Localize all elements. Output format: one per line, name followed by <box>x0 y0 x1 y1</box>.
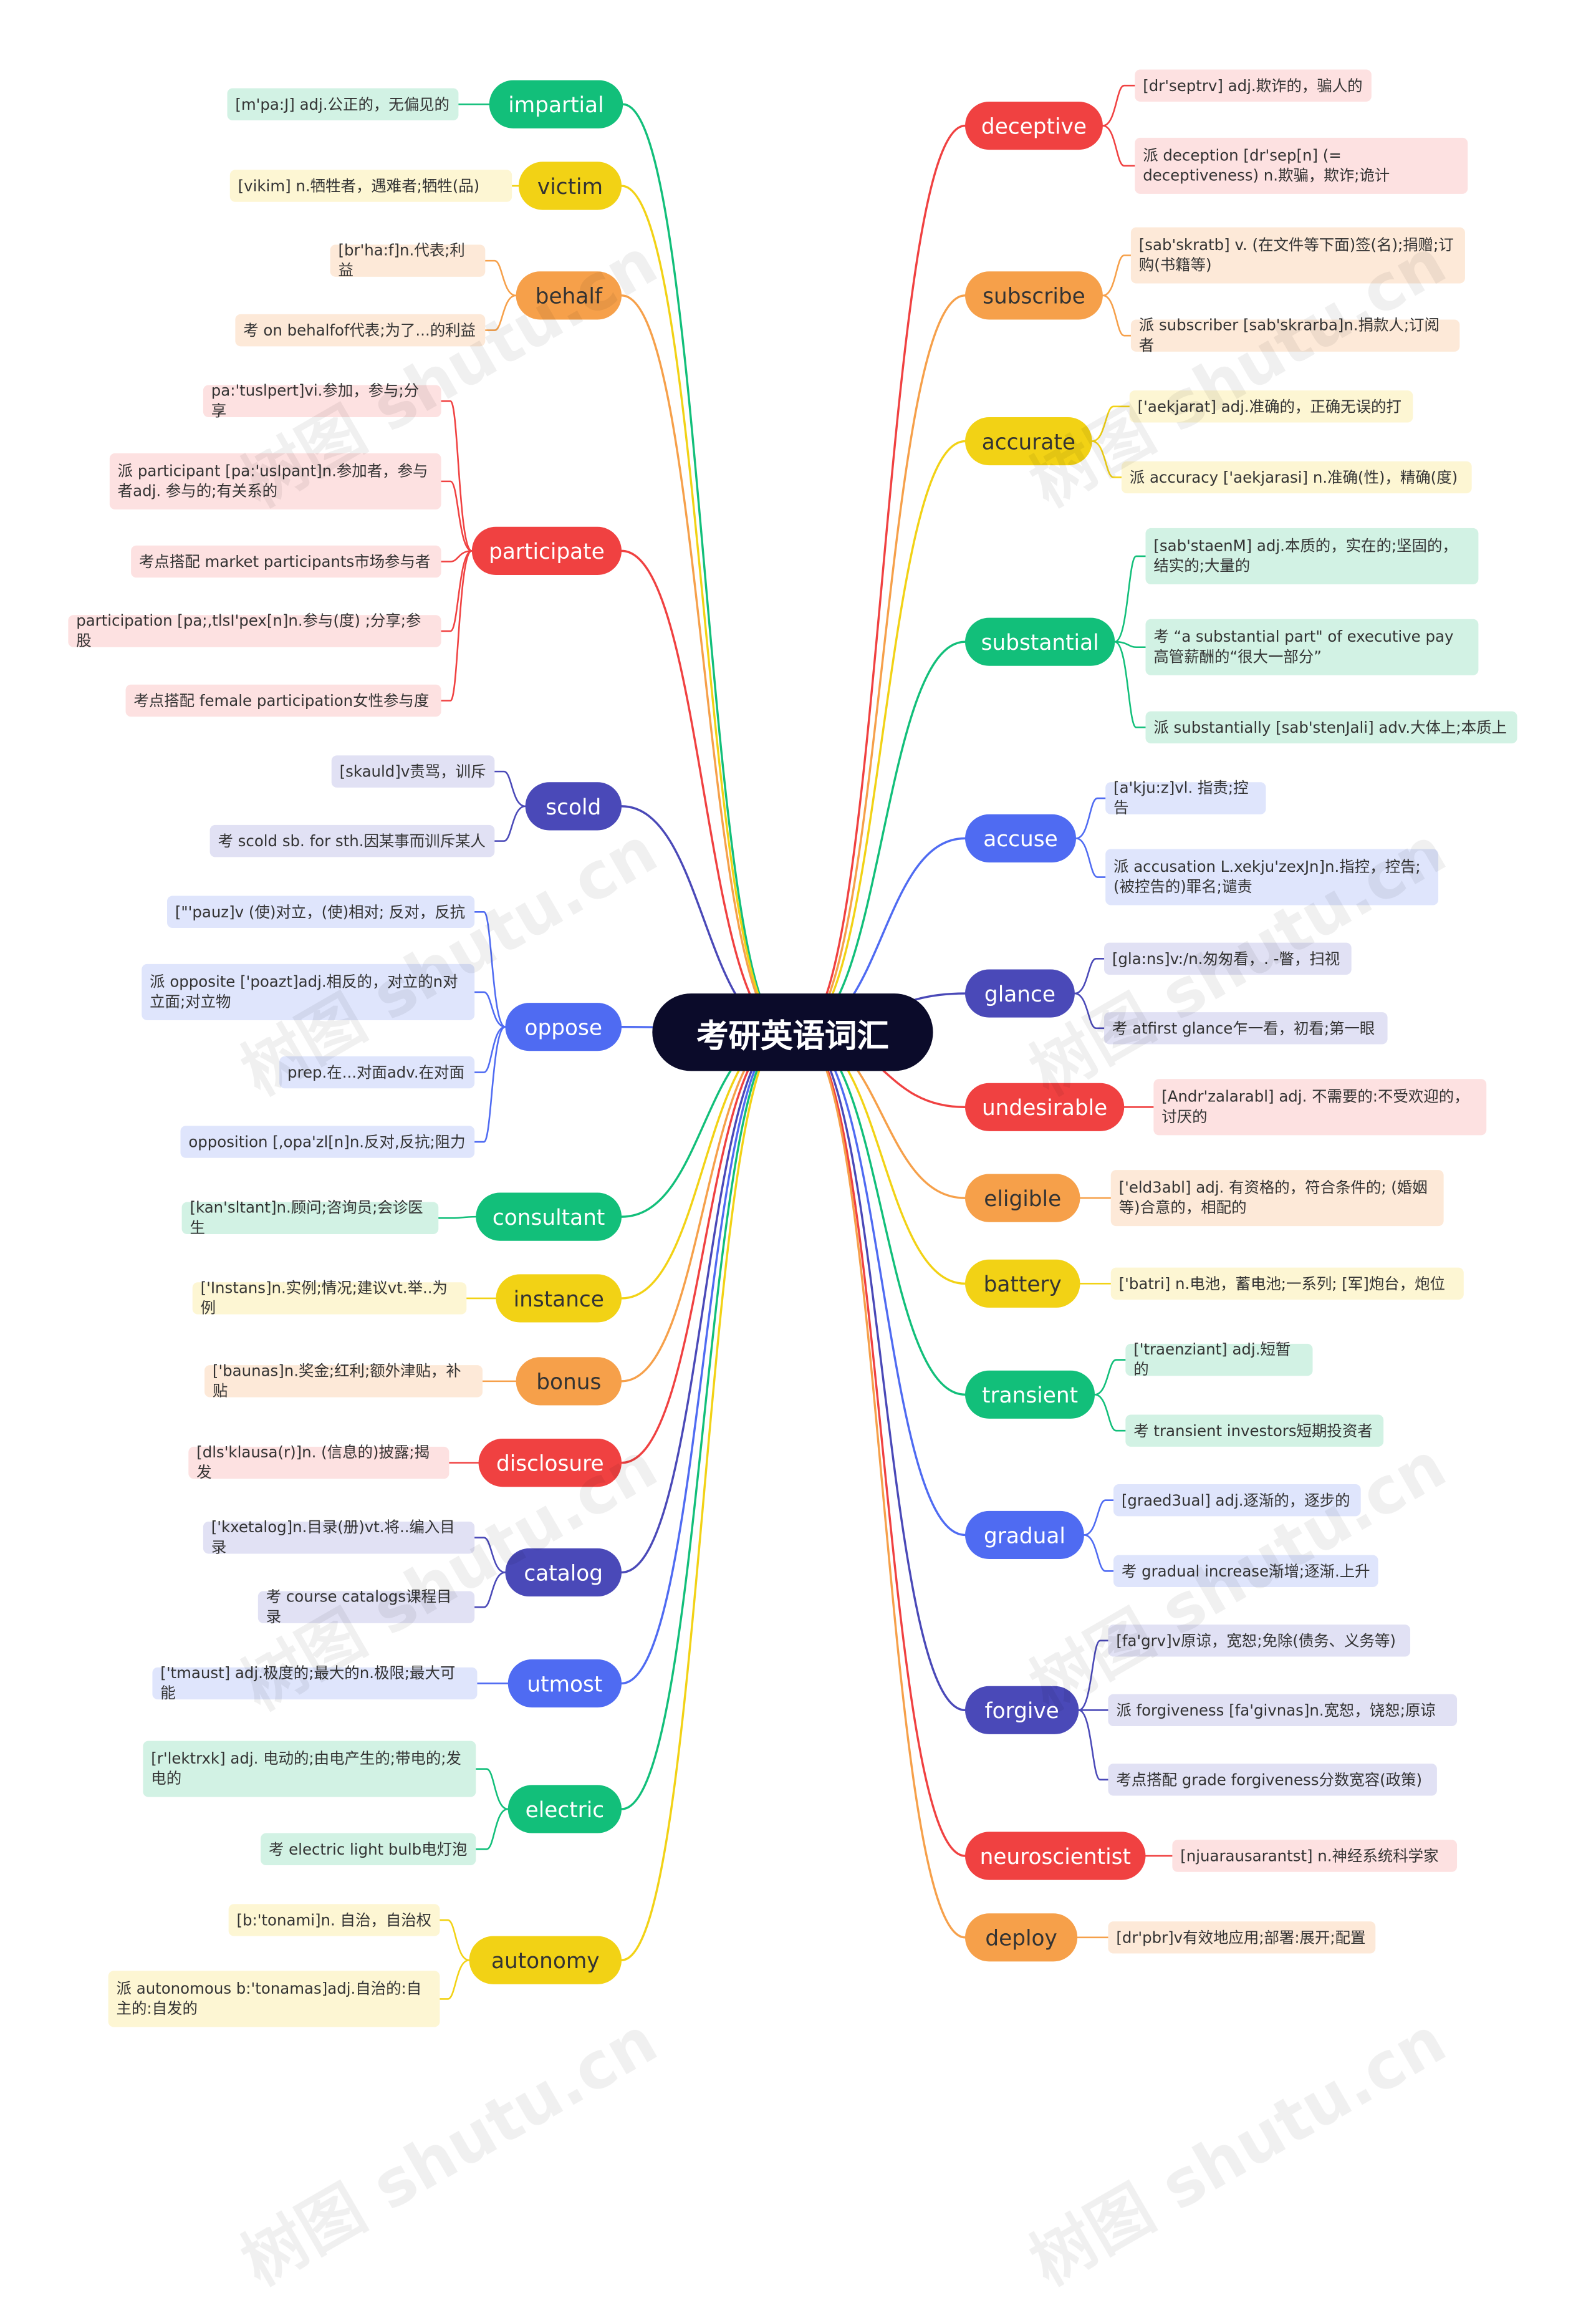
branch-substantial[interactable]: substantial <box>965 617 1115 666</box>
note-accurate-2[interactable]: 派 accuracy ['aekjarasi] n.准确(性)，精确(度) <box>1121 461 1472 494</box>
branch-gradual[interactable]: gradual <box>965 1510 1084 1560</box>
note-behalf-2[interactable]: 考 on behalfof代表;为了...的利益 <box>235 314 486 347</box>
note-autonomy-1[interactable]: [b:'tonami]n. 自治，自治权 <box>228 1904 440 1936</box>
mind-map: 考研英语词汇 impartial [m'pa:J] adj.公正的，无偏见的 vic… <box>68 69 1517 2301</box>
note-battery-1[interactable]: ['batri] n.电池，蓄电池;一系列; [军]炮台，炮位 <box>1110 1267 1464 1300</box>
branch-participate[interactable]: participate <box>471 526 622 575</box>
branch-scold[interactable]: scold <box>525 782 622 831</box>
note-gradual-1[interactable]: [graed3ual] adj.逐渐的，逐步的 <box>1113 1484 1361 1517</box>
branch-instance[interactable]: instance <box>496 1274 622 1323</box>
note-subscribe-2[interactable]: 派 subscriber [sab'skrarba]n.捐款人;订阅者 <box>1130 316 1460 354</box>
note-oppose-4[interactable]: opposition [,opa'zl[n]n.反对,反抗;阻力 <box>180 1126 475 1158</box>
note-scold-1[interactable]: [skauld]v责骂，训斥 <box>331 755 495 788</box>
note-participate-3[interactable]: 考点搭配 market participants市场参与者 <box>131 545 441 578</box>
branch-impartial[interactable]: impartial <box>489 80 623 128</box>
note-disclosure-1[interactable]: [dls'klausa(r)]n. (信息的)披露;揭发 <box>188 1442 449 1482</box>
branch-transient[interactable]: transient <box>965 1370 1095 1419</box>
branch-eligible[interactable]: eligible <box>965 1174 1080 1222</box>
note-utmost-1[interactable]: ['tmaust] adj.极度的;最大的n.极限;最大可能 <box>152 1663 478 1702</box>
branch-glance[interactable]: glance <box>965 969 1075 1018</box>
branch-consultant[interactable]: consultant <box>476 1192 622 1241</box>
note-substantial-2[interactable]: 考 “a substantial part" of executive pay … <box>1145 619 1479 675</box>
note-accurate-1[interactable]: ['aekjarat] adj.准确的，正确无误的打 <box>1129 390 1413 423</box>
branch-undesirable[interactable]: undesirable <box>965 1083 1125 1131</box>
note-participate-5[interactable]: 考点搭配 female participation女性参与度 <box>125 684 441 717</box>
note-participate-1[interactable]: pa:'tuslpert]vi.参加，参与;分享 <box>203 381 441 420</box>
note-catalog-1[interactable]: ['kxetalog]n.目录(册)vt.将..编入目录 <box>203 1518 475 1557</box>
note-electric-2[interactable]: 考 electric light bulb电灯泡 <box>261 1833 476 1866</box>
note-glance-1[interactable]: [gla:ns]v:/n.匆匆看，. -瞥，扫视 <box>1104 942 1352 975</box>
note-scold-2[interactable]: 考 scold sb. for sth.因某事而训斥某人 <box>209 824 495 857</box>
branch-accurate[interactable]: accurate <box>965 417 1092 466</box>
note-forgive-1[interactable]: [fa'grv]v原谅，宽恕;免除(债务、义务等) <box>1108 1625 1411 1657</box>
note-oppose-2[interactable]: 派 opposite ['poazt]adj.相反的，对立的n对立面;对立物 <box>142 963 475 1020</box>
note-deploy-1[interactable]: [dr'pbr]v有效地应用;部署:展开;配置 <box>1108 1921 1376 1954</box>
note-accuse-2[interactable]: 派 accusation L.xekju'zexJn]n.指控，控告; (被控告… <box>1105 849 1439 905</box>
branch-behalf[interactable]: behalf <box>516 271 622 320</box>
branch-disclosure[interactable]: disclosure <box>478 1439 622 1487</box>
note-glance-2[interactable]: 考 atfirst glance乍一看，初看;第一眼 <box>1104 1012 1388 1045</box>
branch-neuroscientist[interactable]: neuroscientist <box>965 1832 1146 1880</box>
note-participate-4[interactable]: participation [pa;,tlsI'pex[n]n.参与(度) ;分… <box>68 611 441 650</box>
note-transient-1[interactable]: ['traenziant] adj.短暂的 <box>1125 1340 1313 1379</box>
note-consultant-1[interactable]: [kan'sltant]n.顾问;咨询员;会诊医生 <box>181 1198 439 1237</box>
note-eligible-1[interactable]: ['eld3abl] adj. 有资格的，符合条件的; (婚姻等)合意的，相配的 <box>1110 1170 1444 1227</box>
note-subscribe-1[interactable]: [sab'skratb] v. (在文件等下面)签(名);捐赠;订购(书籍等) <box>1130 227 1465 284</box>
branch-electric[interactable]: electric <box>507 1785 622 1833</box>
note-undesirable-1[interactable]: [Andr'zalarabl] adj. 不需要的:不受欢迎的，讨厌的 <box>1153 1079 1487 1136</box>
note-forgive-2[interactable]: 派 forgiveness [fa'givnas]n.宽恕，饶恕;原谅 <box>1108 1694 1458 1727</box>
branch-autonomy[interactable]: autonomy <box>469 1936 622 1984</box>
note-substantial-1[interactable]: [sab'staenM] adj.本质的，实在的;坚固的，结实的;大量的 <box>1145 528 1479 584</box>
central-topic[interactable]: 考研英语词汇 <box>652 993 933 1071</box>
note-instance-1[interactable]: ['Instans]n.实例;情况;建议vt.举..为例 <box>192 1278 467 1317</box>
branch-battery[interactable]: battery <box>965 1259 1080 1308</box>
note-bonus-1[interactable]: ['baunas]n.奖金;红利;额外津贴，补贴 <box>204 1361 483 1400</box>
branch-victim[interactable]: victim <box>518 162 622 210</box>
note-neuroscientist-1[interactable]: [njuarausarantst] n.神经系统科学家 <box>1172 1840 1458 1872</box>
note-transient-2[interactable]: 考 transient investors短期投资者 <box>1125 1414 1384 1447</box>
branch-bonus[interactable]: bonus <box>516 1357 622 1406</box>
branch-subscribe[interactable]: subscribe <box>965 271 1103 320</box>
note-impartial-1[interactable]: [m'pa:J] adj.公正的，无偏见的 <box>227 88 459 120</box>
note-catalog-2[interactable]: 考 course catalogs课程目录 <box>257 1587 475 1626</box>
note-forgive-3[interactable]: 考点搭配 grade forgiveness分数宽容(政策) <box>1108 1764 1437 1796</box>
branch-oppose[interactable]: oppose <box>505 1003 622 1051</box>
note-electric-1[interactable]: [r'lektrxk] adj. 电动的;由电产生的;带电的;发电的 <box>143 1741 476 1797</box>
note-gradual-2[interactable]: 考 gradual increase渐增;逐渐.上升 <box>1113 1555 1378 1588</box>
note-victim-1[interactable]: [vikim] n.牺牲者，遇难者;牺牲(品) <box>229 170 512 202</box>
note-oppose-1[interactable]: ["'pauz]v (使)对立，(使)相对; 反对，反抗 <box>167 896 475 929</box>
branch-deceptive[interactable]: deceptive <box>965 101 1103 150</box>
note-autonomy-2[interactable]: 派 autonomous b:'tonamas]adj.自治的:自主的:自发的 <box>108 1971 440 2027</box>
note-behalf-1[interactable]: [br'ha:f]n.代表;利益 <box>330 241 486 279</box>
branch-catalog[interactable]: catalog <box>505 1548 622 1597</box>
note-oppose-3[interactable]: prep.在...对面adv.在对面 <box>279 1056 475 1089</box>
note-deceptive-2[interactable]: 派 deception [dr'sep[n] (= deceptiveness)… <box>1135 137 1468 194</box>
note-participate-2[interactable]: 派 participant [pa:'usIpant]n.参加者，参与者adj.… <box>109 453 441 509</box>
branch-forgive[interactable]: forgive <box>965 1686 1079 1734</box>
branch-utmost[interactable]: utmost <box>507 1659 622 1708</box>
note-deceptive-1[interactable]: [dr'septrv] adj.欺诈的，骗人的 <box>1135 69 1372 102</box>
branch-accuse[interactable]: accuse <box>965 814 1077 862</box>
branch-deploy[interactable]: deploy <box>965 1913 1078 1962</box>
note-substantial-3[interactable]: 派 substantially [sab'stenJali] adv.大体上;本… <box>1145 711 1517 744</box>
note-accuse-1[interactable]: [a'kju:z]vl. 指责;控告 <box>1105 778 1266 817</box>
